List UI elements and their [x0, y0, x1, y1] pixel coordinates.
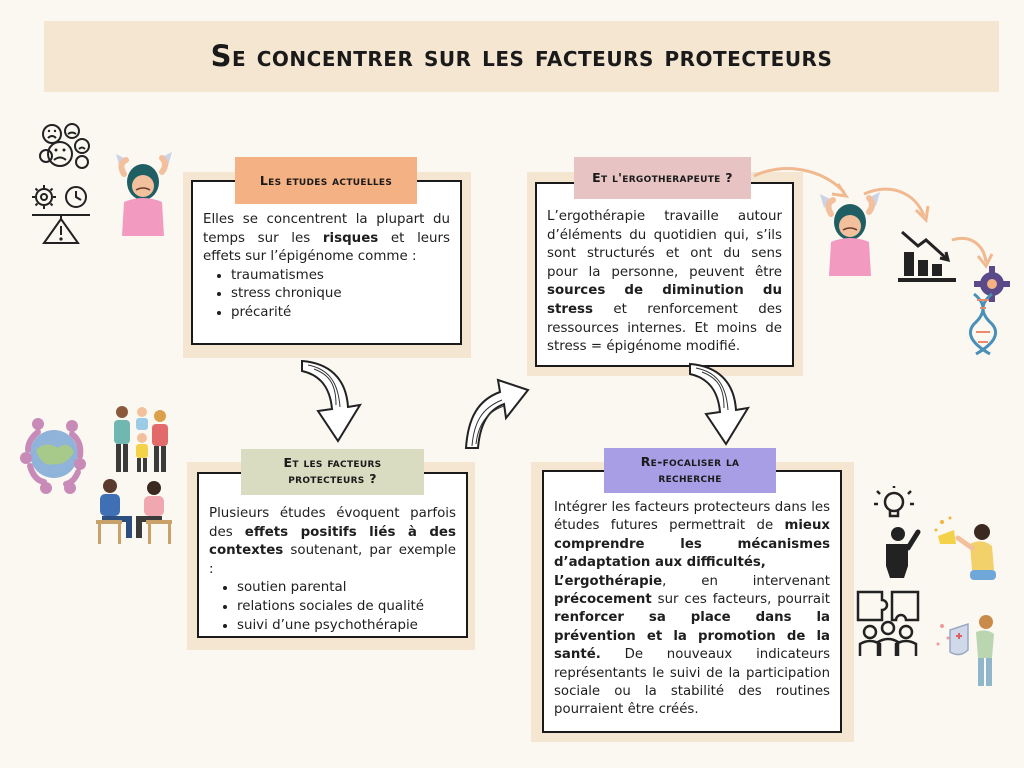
megaphone-woman-icon [934, 516, 996, 580]
declining-chart-icon [898, 230, 956, 282]
list-item: précarité [231, 304, 450, 323]
family-icon [114, 406, 168, 472]
list-item: suivi d’une psychothérapie [237, 617, 456, 636]
list-item: relations sociales de qualité [237, 598, 456, 617]
etudes-actuelles-text: Elles se concentrent la plupart du temps… [203, 212, 450, 265]
sad-faces-icon [39, 123, 90, 169]
curved-arrow-up-icon [464, 378, 530, 449]
card-etudes-actuelles: Elles se concentrent la plupart du temps… [191, 180, 462, 345]
protective-list: soutien parental relations sociales de q… [209, 579, 456, 635]
stressed-woman-icon [820, 192, 880, 276]
title-banner: Se concentrer sur les facteurs protecteu… [44, 21, 999, 92]
list-item: traumatismes [231, 267, 450, 286]
list-item: stress chronique [231, 285, 450, 304]
tag-ergotherapeute: Et l'ergotherapeute ? [574, 157, 751, 199]
orange-connector-arrows [753, 167, 994, 269]
tag-etudes-actuelles: Les etudes actuelles [235, 157, 417, 204]
risk-list: traumatismes stress chronique précarité [203, 267, 450, 323]
curved-arrow-down-icon [301, 359, 362, 443]
list-item: soutien parental [237, 579, 456, 598]
refocaliser-text: Intégrer les facteurs protecteurs dans l… [554, 500, 830, 718]
gears-balance-warning-icon [32, 185, 90, 244]
card-refocaliser: Intégrer les facteurs protecteurs dans l… [542, 470, 842, 733]
card-facteurs-protecteurs: Plusieurs études évoquent parfois des ef… [197, 472, 468, 638]
stressed-woman-icon [116, 152, 172, 236]
curved-arrow-down-icon [689, 362, 750, 446]
gear-icon [974, 266, 1010, 302]
card-ergotherapeute: L’ergothérapie travaille autour d’élémen… [535, 182, 794, 367]
puzzle-team-icon [856, 590, 920, 656]
tag-refocaliser: Re-focaliser la recherche [604, 448, 776, 493]
therapy-session-icon [96, 479, 172, 544]
page-title: Se concentrer sur les facteurs protecteu… [210, 39, 833, 73]
shield-woman-icon [936, 615, 994, 686]
dna-icon [969, 292, 997, 356]
tag-facteurs-protecteurs: Et les facteurs protecteurs ? [241, 449, 424, 495]
facteurs-protecteurs-text: Plusieurs études évoquent parfois des ef… [209, 506, 456, 577]
ergotherapeute-text: L’ergothérapie travaille autour d’élémen… [547, 209, 782, 355]
group-circle-icon [20, 418, 86, 494]
lightbulb-person-icon [874, 486, 921, 578]
